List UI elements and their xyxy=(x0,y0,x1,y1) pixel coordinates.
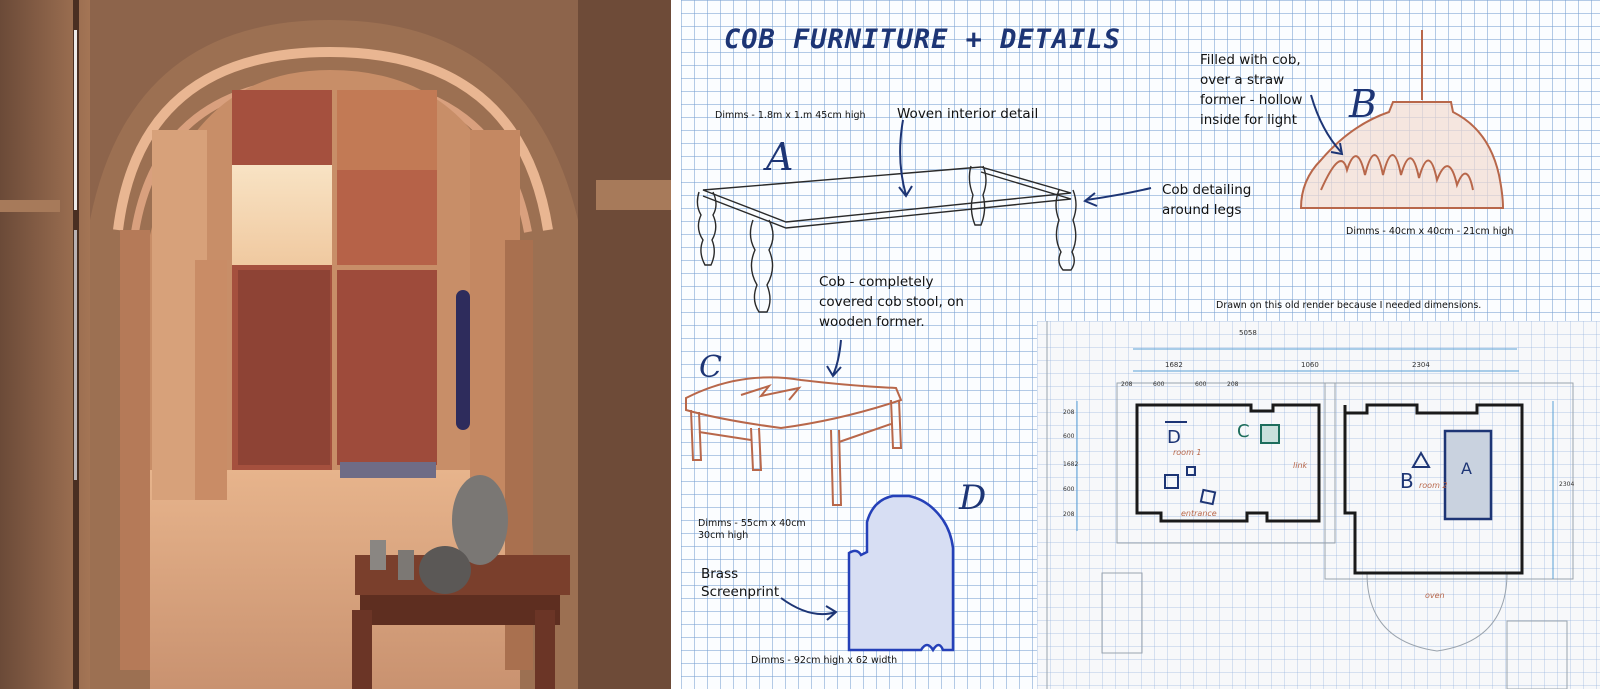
dim-1060: 1060 xyxy=(1301,361,1319,369)
dim-2304: 2304 xyxy=(1412,361,1430,369)
furniture-sheet: COB FURNITURE + DETAILS xyxy=(681,0,1600,689)
interior-render xyxy=(0,0,671,689)
dim-5058: 5058 xyxy=(1239,329,1257,337)
dim-208-v2: 208 xyxy=(1063,511,1075,518)
dim-208-b: 208 xyxy=(1227,381,1239,388)
arrow-stool xyxy=(832,339,842,376)
floor-plan: 5058 1682 1060 2304 208 600 600 208 1682… xyxy=(1037,321,1600,689)
plan-marker-b: B xyxy=(1400,469,1414,493)
note-d-1: Brass xyxy=(701,566,739,582)
note-legs-2: around legs xyxy=(1162,202,1242,218)
arrow-legs xyxy=(1085,187,1152,201)
dim-208-a: 208 xyxy=(1121,381,1133,388)
dim-600-a: 600 xyxy=(1153,381,1165,388)
plan-caption: Drawn on this old render because I neede… xyxy=(1216,300,1482,311)
dims-b: Dimms - 40cm x 40cm - 21cm high xyxy=(1346,226,1514,237)
screenprint-sketch xyxy=(847,494,955,653)
room-2-label: room 2 xyxy=(1419,481,1448,490)
dims-a: Dimms - 1.8m x 1.m 45cm high xyxy=(715,110,866,121)
room-1-label: room 1 xyxy=(1173,448,1202,457)
note-c-2: covered cob stool, on xyxy=(819,294,964,310)
dim-1682: 1682 xyxy=(1165,361,1183,369)
sheet-title: COB FURNITURE + DETAILS xyxy=(724,24,1121,55)
oven-label: oven xyxy=(1425,591,1445,600)
dim-208-v1: 208 xyxy=(1063,409,1075,416)
arrow-brass xyxy=(780,597,837,616)
note-c-3: wooden former. xyxy=(819,314,925,330)
note-legs-1: Cob detailing xyxy=(1162,182,1252,198)
dims-d: Dimms - 92cm high x 62 width xyxy=(751,655,898,666)
note-woven: Woven interior detail xyxy=(897,106,1039,122)
floor-plan-drawing xyxy=(1046,321,1574,689)
note-b-3: former - hollow xyxy=(1200,92,1303,108)
plan-marker-d: D xyxy=(1167,427,1181,448)
dim-2304-v: 2304 xyxy=(1559,481,1575,488)
dim-600-b: 600 xyxy=(1195,381,1207,388)
label-a: A xyxy=(766,135,794,179)
note-c-1: Cob - completely xyxy=(819,274,934,290)
dim-600-v2: 600 xyxy=(1063,486,1075,493)
bed-frame-sketch xyxy=(696,165,1077,313)
dim-600-v1: 600 xyxy=(1063,433,1075,440)
note-d-2: Screenprint xyxy=(701,584,780,600)
label-d: D xyxy=(959,478,987,518)
link-label: link xyxy=(1293,461,1308,470)
arrow-woven xyxy=(899,119,907,196)
plan-marker-a: A xyxy=(1461,459,1472,478)
stool-sketch xyxy=(685,376,903,506)
arrow-pendant xyxy=(1310,94,1342,153)
plan-marker-c: C xyxy=(1237,421,1250,442)
entrance-label: entrance xyxy=(1181,509,1217,518)
dims-c-1: Dimms - 55cm x 40cm xyxy=(698,518,806,529)
label-b: B xyxy=(1349,82,1377,126)
dims-c-2: 30cm high xyxy=(698,530,749,541)
note-b-4: inside for light xyxy=(1200,112,1298,128)
pendant-lamp-sketch xyxy=(1299,30,1505,209)
note-b-1: Filled with cob, xyxy=(1200,52,1301,68)
note-b-2: over a straw xyxy=(1200,72,1285,88)
dim-1682-v: 1682 xyxy=(1063,461,1079,468)
furniture-sketches xyxy=(685,30,1505,653)
label-c: C xyxy=(699,350,722,385)
render-illustration xyxy=(0,0,671,689)
